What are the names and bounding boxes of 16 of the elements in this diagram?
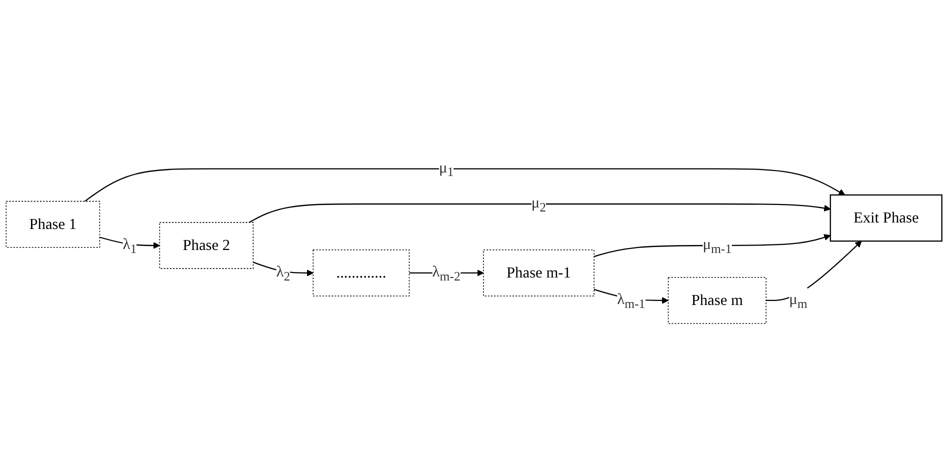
edge-label: λ$_{1}$ (122, 236, 137, 256)
node-box: Phase 2 (159, 222, 254, 269)
node-box: Phase 1 (6, 200, 100, 248)
edge-label: μ$_{1}$ (439, 158, 454, 179)
arrow (248, 203, 831, 223)
edge-label: μ$_{m-1}$ (702, 236, 732, 256)
arrow (84, 168, 846, 202)
edge-label: λ$_{2}$ (276, 263, 290, 284)
edge-label: μ$_{m}$ (789, 290, 808, 310)
node-box: Exit Phase (830, 194, 942, 242)
edge-label: μ$_{2}$ (531, 194, 546, 214)
node-box: Phase m (668, 276, 766, 324)
node-box: ............. (312, 249, 410, 296)
edge-label: λ$_{m-1}$ (617, 290, 646, 310)
edge-label: λ$_{m-2}$ (432, 263, 460, 284)
node-box: Phase m-1 (483, 249, 594, 296)
